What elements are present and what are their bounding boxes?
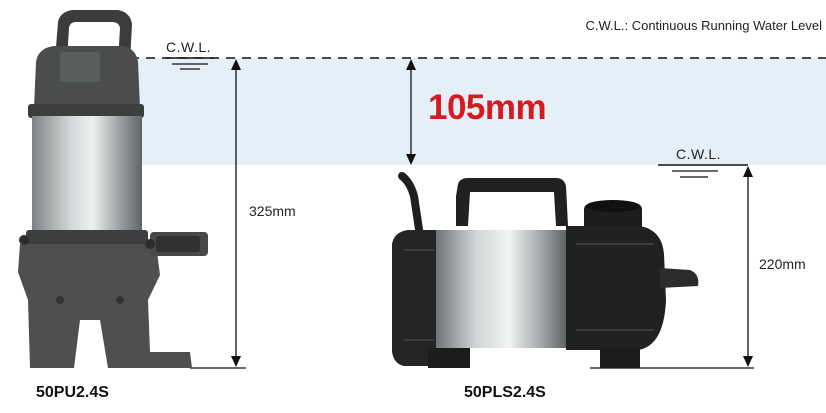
left-water-level-symbol-icon [166, 57, 214, 70]
left-model-label: 50PU2.4S [36, 384, 109, 401]
horizontal-pump-image [392, 172, 699, 368]
water-level-band [130, 58, 826, 165]
right-model-label: 50PLS2.4S [464, 384, 546, 401]
right-height-dimension-arrow [743, 166, 753, 367]
cwl-legend: C.W.L.: Continuous Running Water Level [585, 18, 822, 33]
difference-label: 105mm [428, 88, 547, 127]
left-cwl-label: C.W.L. [166, 39, 212, 55]
left-height-label: 325mm [249, 203, 296, 219]
right-height-label: 220mm [759, 256, 806, 272]
difference-dimension-arrow [406, 59, 416, 165]
right-water-level-symbol-icon [658, 164, 748, 178]
vertical-pump-image [18, 10, 208, 368]
right-cwl-label: C.W.L. [676, 146, 722, 162]
left-height-dimension-arrow [231, 59, 241, 367]
